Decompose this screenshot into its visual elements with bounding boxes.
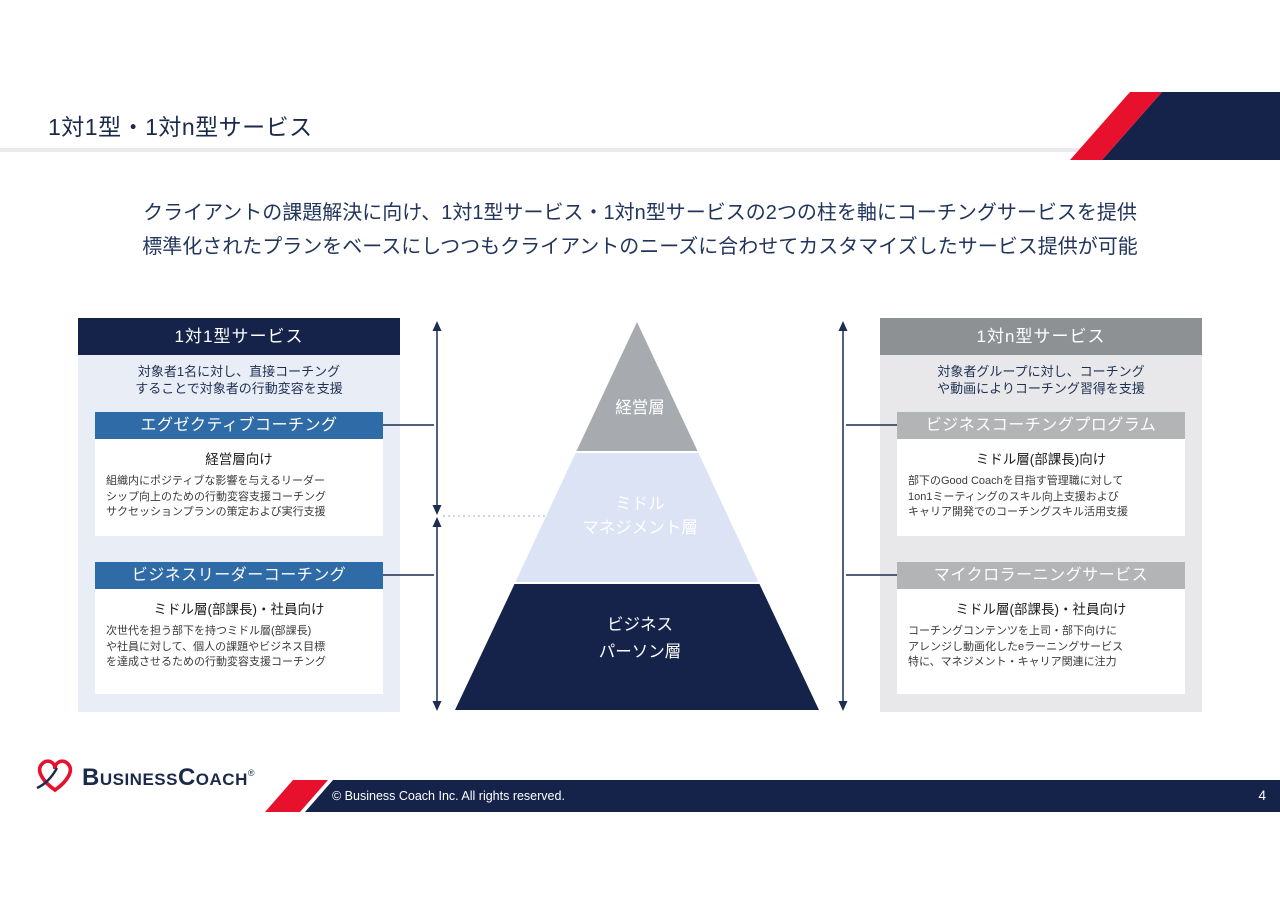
footer-bar	[265, 780, 1280, 812]
pyramid-top-label: 経営層	[615, 399, 665, 417]
service-bar-executive-coaching: エグゼクティブコーチング	[95, 412, 383, 439]
arrowhead-icon	[838, 701, 848, 711]
title-underline	[0, 148, 1280, 152]
service-description: 次世代を担う部下を持つミドル層(部課長) や社員に対して、個人の課題やビジネス目…	[106, 625, 326, 668]
arrowhead-icon	[432, 505, 442, 515]
heart-ribbon-logo-icon	[36, 759, 73, 793]
pyramid-bottom-layer	[455, 583, 819, 710]
corner-decoration	[1070, 92, 1280, 160]
left-panel-header: 1対1型サービス	[78, 318, 400, 355]
logo-word-coach: Coach	[177, 763, 248, 791]
pyramid-middle-layer	[515, 452, 759, 583]
arrowhead-icon	[432, 701, 442, 711]
left-panel: 1対1型サービス 対象者1名に対し、直接コーチング することで対象者の行動変容を…	[78, 318, 400, 712]
businesscoach-logo: BusinessCoach®	[32, 750, 255, 800]
service-box-executive-coaching: 経営層向け 組織内にポジティブな影響を与えるリーダー シップ向上のための行動変容…	[95, 439, 383, 536]
footer-navy-shape	[305, 780, 1280, 812]
service-bar-micro-learning: マイクロラーニングサービス	[897, 562, 1185, 589]
right-panel-header: 1対n型サービス	[880, 318, 1202, 355]
description: クライアントの課題解決に向け、1対1型サービス・1対n型サービスの2つの柱を軸に…	[142, 202, 1138, 258]
pyramid-bottom-label: ビジネス パーソン層	[598, 616, 682, 661]
service-bar-business-leader-coaching: ビジネスリーダーコーチング	[95, 562, 383, 589]
arrowhead-icon	[432, 321, 442, 331]
service-description: 組織内にポジティブな影響を与えるリーダー シップ向上のための行動変容支援コーチン…	[106, 475, 326, 518]
right-panel: 1対n型サービス 対象者グループに対し、コーチング や動画によりコーチング習得を…	[880, 318, 1202, 712]
service-description: 部下のGood Coachを目指す管理職に対して 1on1ミーティングのスキル向…	[908, 475, 1128, 518]
service-target: 経営層向け	[205, 452, 273, 467]
page-number: 4	[1258, 788, 1266, 803]
left-panel-summary: 対象者1名に対し、直接コーチング することで対象者の行動変容を支援	[135, 364, 343, 396]
service-target: ミドル層(部課長)・社員向け	[955, 602, 1127, 617]
service-target: ミドル層(部課長)向け	[975, 452, 1107, 467]
arrowhead-icon	[432, 517, 442, 527]
service-bar-business-coaching-program: ビジネスコーチングプログラム	[897, 412, 1185, 439]
pyramid-top-layer	[576, 322, 698, 452]
page-title: 1対1型・1対n型サービス	[48, 114, 313, 140]
pyramid-middle-label: ミドル マネジメント層	[582, 495, 698, 537]
service-target: ミドル層(部課長)・社員向け	[153, 602, 325, 617]
service-box-business-coaching-program: ミドル層(部課長)向け 部下のGood Coachを目指す管理職に対して 1on…	[897, 439, 1185, 536]
logo-text: BusinessCoach®	[82, 751, 255, 800]
service-box-business-leader-coaching: ミドル層(部課長)・社員向け 次世代を担う部下を持つミドル層(部課長) や社員に…	[95, 589, 383, 694]
pyramid-diagram	[455, 322, 819, 710]
arrowhead-icon	[838, 321, 848, 331]
logo-word-business: Business	[82, 763, 178, 791]
corner-navy-shape	[1102, 92, 1280, 160]
footer-red-shape	[265, 780, 328, 812]
right-panel-summary: 対象者グループに対し、コーチング や動画によりコーチング習得を支援	[937, 364, 1145, 396]
corner-red-shape	[1070, 92, 1162, 160]
service-box-micro-learning: ミドル層(部課長)・社員向け コーチングコンテンツを上司・部下向けに アレンジし…	[897, 589, 1185, 694]
copyright-text: © Business Coach Inc. All rights reserve…	[332, 789, 565, 803]
registered-mark: ®	[247, 767, 255, 778]
service-description: コーチングコンテンツを上司・部下向けに アレンジし動画化したeラーニングサービス…	[908, 625, 1124, 668]
